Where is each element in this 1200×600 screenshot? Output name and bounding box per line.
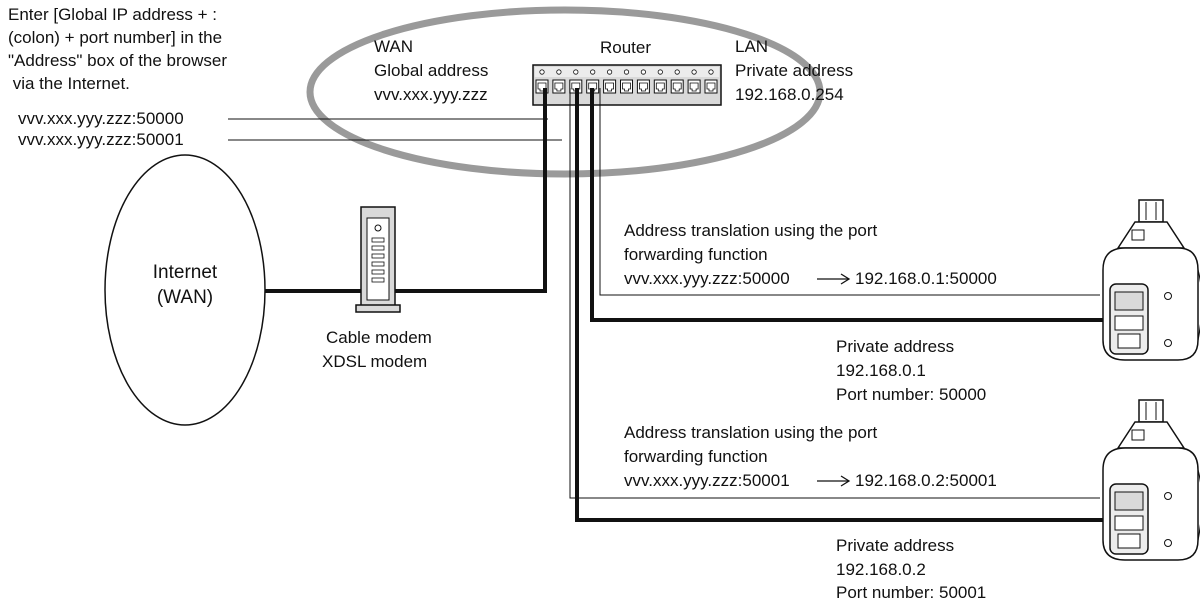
router-port-icon xyxy=(620,79,633,94)
camera-2-address-label: Private address xyxy=(836,536,954,555)
router-port-icon xyxy=(704,79,718,94)
router-camera2-cable xyxy=(575,88,1103,522)
router-port-icon xyxy=(552,79,566,94)
modem-label-1: Cable modem xyxy=(326,328,432,347)
wan-global-address-value: vvv.xxx.yyy.zzz xyxy=(374,85,488,104)
wan-global-address-label: Global address xyxy=(374,61,488,80)
router-led-icon xyxy=(691,69,697,75)
router-highlight-ellipse xyxy=(306,6,824,178)
camera-1-address-label: Private address xyxy=(836,337,954,356)
internet-sublabel: (WAN) xyxy=(157,287,213,308)
router-led-icon xyxy=(556,69,562,75)
internet-label: Internet xyxy=(153,262,218,283)
router-camera1-cable xyxy=(590,88,1103,322)
camera-2-icon xyxy=(1102,399,1200,561)
router-led-icon xyxy=(539,69,545,75)
translation-line-1 xyxy=(599,88,1100,296)
translation-1-title-2: forwarding function xyxy=(624,245,768,264)
camera-1-icon xyxy=(1102,199,1200,361)
router-port-icon xyxy=(653,79,667,94)
router-led-icon xyxy=(674,69,680,75)
url-label-1: vvv.xxx.yyy.zzz:50000 xyxy=(18,109,184,128)
instruction-line-2: (colon) + port number] in the xyxy=(8,28,222,47)
wan-title: WAN xyxy=(374,37,413,56)
instruction-line-4: via the Internet. xyxy=(8,74,130,93)
camera-1-port: Port number: 50000 xyxy=(836,385,986,404)
camera-2-port: Port number: 50001 xyxy=(836,583,986,600)
router-led-icon xyxy=(657,69,663,75)
lan-title: LAN xyxy=(735,37,768,56)
lan-private-address-value: 192.168.0.254 xyxy=(735,85,844,104)
modem-router-cable xyxy=(395,88,547,293)
instruction-line-3: "Address" box of the browser xyxy=(8,51,227,70)
router-port-icon xyxy=(687,79,701,94)
translation-2-title-1: Address translation using the port xyxy=(624,423,878,442)
router-device xyxy=(532,64,722,106)
camera-2-ip: 192.168.0.2 xyxy=(836,560,926,579)
modem-label-2: XDSL modem xyxy=(322,352,427,371)
translation-2-from: vvv.xxx.yyy.zzz:50001 xyxy=(624,471,790,490)
router-led-icon xyxy=(590,69,596,75)
router-led-icon xyxy=(640,69,647,75)
router-label: Router xyxy=(600,38,651,57)
translation-2-to: 192.168.0.2:50001 xyxy=(855,471,997,490)
router-led-icon xyxy=(708,69,714,75)
modem-device xyxy=(355,206,401,313)
router-led-icon xyxy=(623,69,630,75)
url-label-2: vvv.xxx.yyy.zzz:50001 xyxy=(18,130,184,149)
router-led-icon xyxy=(606,69,613,75)
translation-2-arrow-icon xyxy=(817,475,851,487)
translation-1-title-1: Address translation using the port xyxy=(624,221,878,240)
router-port-icon xyxy=(603,79,617,94)
router-port-icon xyxy=(670,79,684,94)
instruction-line-1: Enter [Global IP address + : xyxy=(8,5,217,24)
camera-1-ip: 192.168.0.1 xyxy=(836,361,926,380)
translation-1-to: 192.168.0.1:50000 xyxy=(855,269,997,288)
translation-1-from: vvv.xxx.yyy.zzz:50000 xyxy=(624,269,790,288)
translation-line-2 xyxy=(569,88,1100,499)
lan-private-address-label: Private address xyxy=(735,61,853,80)
translation-2-title-2: forwarding function xyxy=(624,447,768,466)
router-port-icon xyxy=(636,79,650,94)
router-led-icon xyxy=(573,69,579,75)
translation-1-arrow-icon xyxy=(817,273,851,285)
